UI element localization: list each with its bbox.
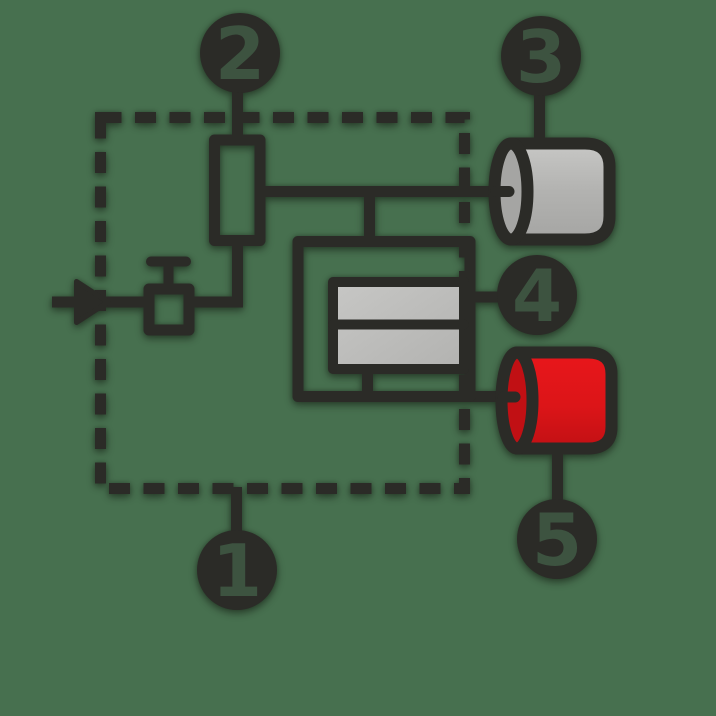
gray-tank-body [505, 137, 616, 246]
inlet-check-valve [74, 279, 111, 325]
connector-lines [52, 86, 563, 535]
red-tank-body [511, 346, 618, 455]
gray-tank [488, 137, 616, 246]
callout-4-circle [497, 255, 577, 335]
callout-3: 3 [501, 15, 581, 99]
valve-to-filter-line [190, 245, 243, 308]
callout-2-circle [200, 13, 280, 93]
callout-2-number: 2 [215, 12, 265, 96]
red-tank [495, 346, 618, 455]
callout-5-circle [517, 499, 597, 579]
filter-column [209, 134, 266, 246]
callout-3-number: 3 [516, 15, 566, 99]
shutoff-valve [143, 256, 195, 336]
callout-1-number: 1 [212, 529, 262, 613]
callout-4-number: 4 [512, 254, 562, 338]
callout-3-circle [501, 16, 581, 96]
callout-1-circle [197, 530, 277, 610]
callout-5: 5 [517, 498, 597, 582]
callout-4: 4 [497, 254, 577, 338]
plate-stack [292, 236, 476, 402]
callout-5-number: 5 [532, 498, 582, 582]
callout-1: 1 [197, 529, 277, 613]
stack-outer-box [292, 236, 476, 402]
filter-body [209, 134, 266, 246]
valve-body [143, 283, 195, 336]
callout-2: 2 [200, 12, 280, 96]
check-valve-arrow-icon [74, 279, 111, 325]
